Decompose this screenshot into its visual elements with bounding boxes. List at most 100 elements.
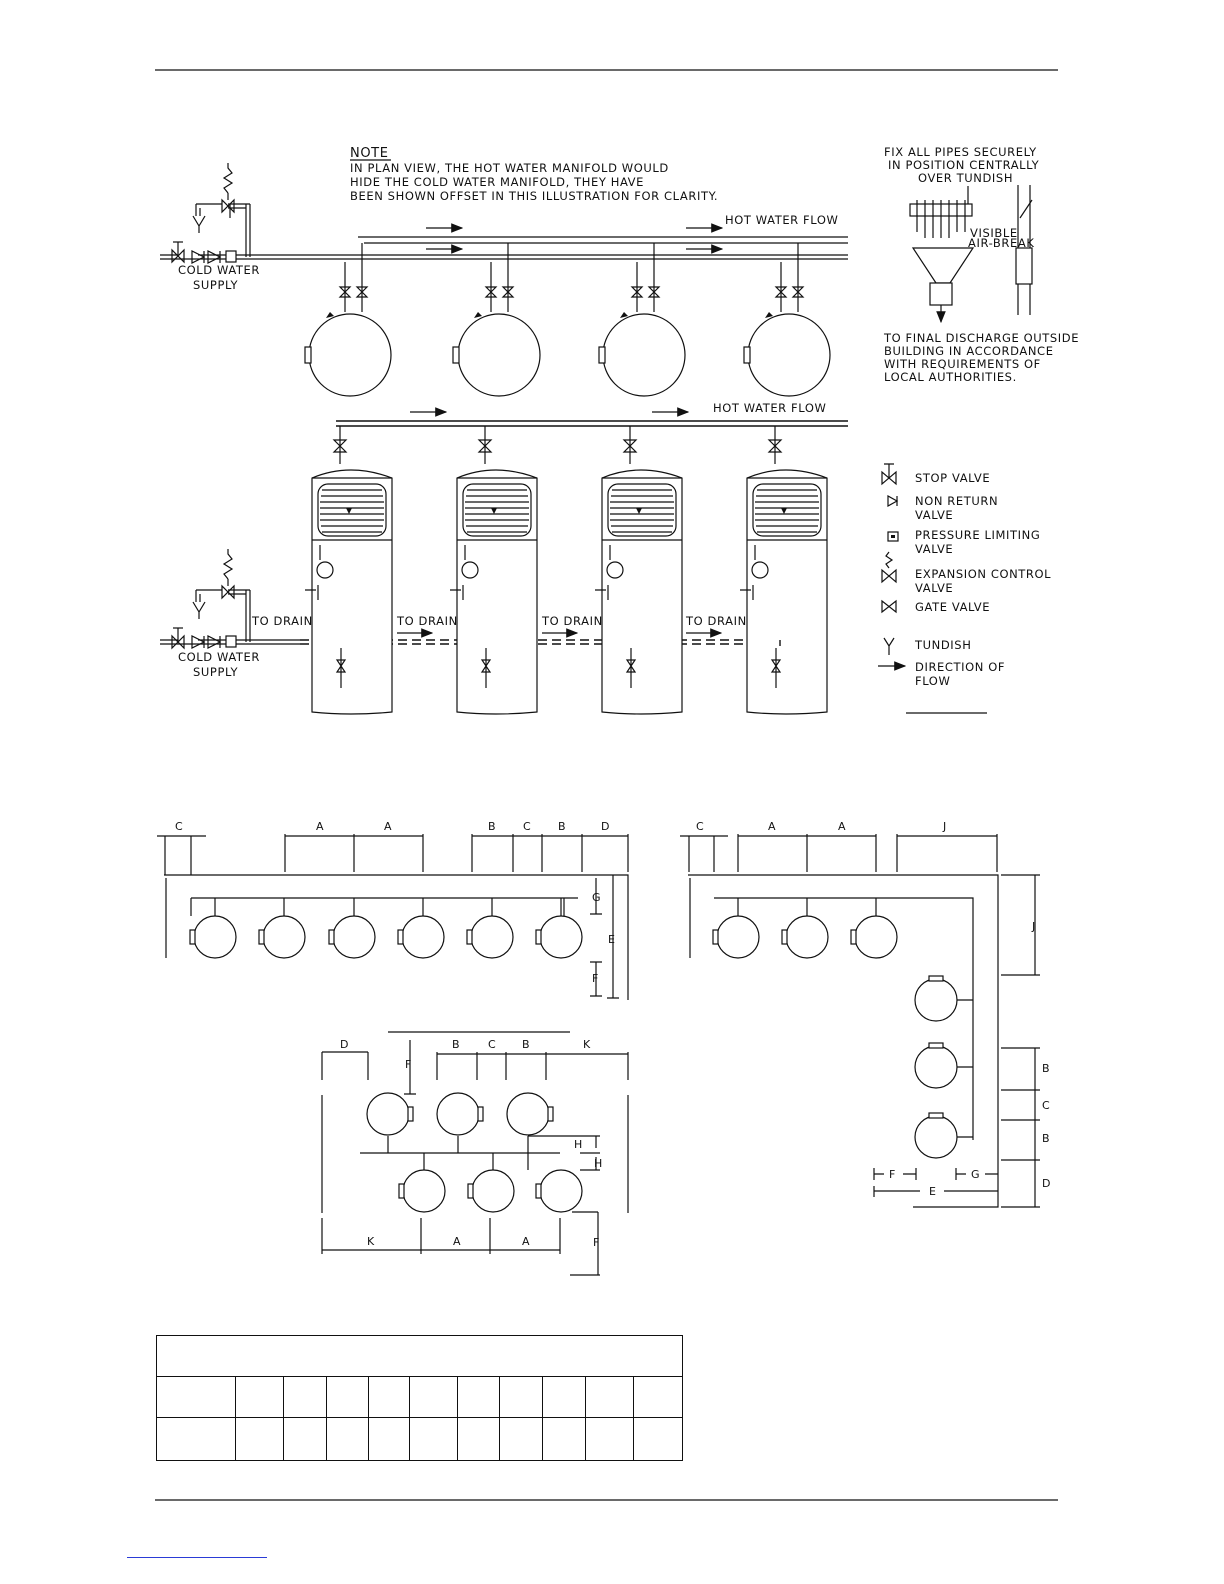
svg-text:WITH REQUIREMENTS OF: WITH REQUIREMENTS OF <box>884 357 1041 371</box>
table-cell <box>283 1417 327 1461</box>
svg-text:D: D <box>1042 1177 1050 1190</box>
svg-text:LOCAL AUTHORITIES.: LOCAL AUTHORITIES. <box>884 370 1017 384</box>
cylinder-plan <box>328 898 376 959</box>
svg-text:A: A <box>453 1235 461 1248</box>
table-cell <box>632 1417 684 1461</box>
table-cell <box>499 1417 543 1461</box>
svg-text:EXPANSION CONTROL: EXPANSION CONTROL <box>915 567 1051 581</box>
dim-label: B <box>558 820 566 833</box>
svg-text:B: B <box>1042 1062 1050 1075</box>
non-return-valve-icon <box>887 494 899 508</box>
cylinder-plan <box>712 915 760 959</box>
svg-text:VISIBLE: VISIBLE <box>970 226 1018 240</box>
note-line: IN PLAN VIEW, THE HOT WATER MANIFOLD WOU… <box>350 161 669 175</box>
svg-text:C: C <box>1042 1099 1050 1112</box>
table-header-row <box>156 1376 684 1418</box>
cylinder-plan <box>535 1169 583 1213</box>
svg-text:H: H <box>594 1157 602 1170</box>
hot-water-flow-label: HOT WATER FLOW <box>725 213 838 227</box>
svg-text:K: K <box>367 1235 375 1248</box>
svg-text:COLD WATER: COLD WATER <box>178 650 260 664</box>
dimensions-table <box>155 1335 684 1461</box>
svg-text:TUNDISH: TUNDISH <box>914 638 971 652</box>
table-cell <box>632 1376 684 1418</box>
cylinder-plan <box>189 898 237 959</box>
table-cell <box>542 1376 586 1418</box>
svg-text:COLD WATER: COLD WATER <box>178 263 260 277</box>
svg-text:TO FINAL DISCHARGE OUTSIDE: TO FINAL DISCHARGE OUTSIDE <box>883 331 1079 345</box>
table-title <box>155 1335 684 1377</box>
layout-double-row: D F B C B K H H F K A A <box>321 1031 629 1276</box>
table-cell <box>326 1376 369 1418</box>
dim-label: C <box>175 820 183 833</box>
cylinder-plan <box>535 898 583 959</box>
heat-pump-cylinder <box>450 426 538 715</box>
table-cell <box>235 1417 284 1461</box>
hot-water-flow-label: HOT WATER FLOW <box>713 401 826 415</box>
footer-link[interactable] <box>127 1557 267 1558</box>
svg-text:SUPPLY: SUPPLY <box>193 665 238 679</box>
svg-text:A: A <box>838 820 846 833</box>
svg-text:IN POSITION CENTRALLY: IN POSITION CENTRALLY <box>888 158 1040 172</box>
pressure-limiting-valve-icon <box>225 250 237 263</box>
svg-text:F: F <box>405 1058 411 1071</box>
cylinder-plan <box>914 975 958 1022</box>
svg-text:B: B <box>452 1038 460 1051</box>
cylinder-plan <box>397 898 445 959</box>
svg-text:A: A <box>768 820 776 833</box>
cylinder-plan <box>506 1092 554 1136</box>
svg-text:TO DRAIN: TO DRAIN <box>251 614 313 628</box>
svg-text:FLOW: FLOW <box>915 674 950 688</box>
table-cell <box>156 1376 236 1418</box>
stop-valve-icon <box>171 627 185 650</box>
tundish-icon <box>192 215 206 233</box>
cylinder-plan <box>598 243 686 397</box>
cylinder-plan <box>304 243 392 397</box>
svg-text:A: A <box>522 1235 530 1248</box>
svg-text:VALVE: VALVE <box>915 508 953 522</box>
svg-text:G: G <box>592 891 601 904</box>
non-return-valve-icon <box>207 250 222 264</box>
svg-text:GATE VALVE: GATE VALVE <box>915 600 990 614</box>
cylinder-plan <box>914 1112 958 1159</box>
svg-text:TO DRAIN: TO DRAIN <box>396 614 458 628</box>
expansion-control-valve-icon <box>881 551 897 584</box>
cylinder-plan <box>850 915 898 959</box>
table-cell <box>585 1417 634 1461</box>
table-cell <box>283 1376 327 1418</box>
cylinder-plan <box>398 1169 446 1213</box>
svg-text:H: H <box>574 1138 582 1151</box>
note: NOTE IN PLAN VIEW, THE HOT WATER MANIFOL… <box>350 146 718 203</box>
dim-label: A <box>384 820 392 833</box>
tundish-icon <box>883 637 895 655</box>
relief-spring-icon <box>222 163 234 194</box>
note-heading: NOTE <box>350 146 389 161</box>
layout-straight-row: C A A B C B D G E F <box>157 820 629 1000</box>
svg-text:K: K <box>583 1038 591 1051</box>
svg-text:B: B <box>1042 1132 1050 1145</box>
table-row <box>156 1417 684 1461</box>
dim-label: C <box>523 820 531 833</box>
table-cell <box>499 1376 543 1418</box>
cylinder-plan <box>781 915 829 959</box>
table-cell <box>156 1417 236 1461</box>
svg-text:F: F <box>889 1168 895 1181</box>
svg-text:E: E <box>929 1185 936 1198</box>
svg-text:OVER TUNDISH: OVER TUNDISH <box>918 171 1013 185</box>
svg-text:J: J <box>942 820 946 833</box>
stop-valve-icon <box>171 241 185 264</box>
svg-text:FIX ALL PIPES SECURELY: FIX ALL PIPES SECURELY <box>884 145 1037 159</box>
svg-text:F: F <box>592 972 598 985</box>
heat-pump-cylinder <box>305 426 393 715</box>
svg-text:BUILDING IN ACCORDANCE: BUILDING IN ACCORDANCE <box>884 344 1054 358</box>
cylinder-plan <box>466 898 514 959</box>
note-line: HIDE THE COLD WATER MANIFOLD, THEY HAVE <box>350 175 644 189</box>
table-cell <box>457 1376 500 1418</box>
svg-text:B: B <box>522 1038 530 1051</box>
cylinder-plan <box>436 1092 484 1136</box>
tundish-detail: FIX ALL PIPES SECURELY IN POSITION CENTR… <box>883 145 1079 384</box>
svg-text:J: J <box>1031 920 1035 933</box>
svg-text:VALVE: VALVE <box>915 581 953 595</box>
table-cell <box>368 1417 410 1461</box>
